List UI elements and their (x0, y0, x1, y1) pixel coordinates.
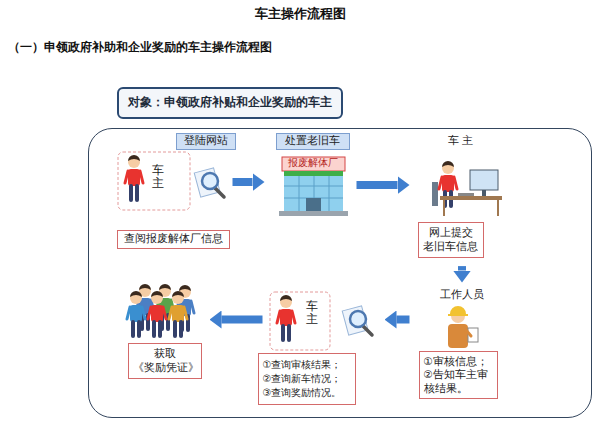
step-tab: 处置老旧车 (276, 133, 350, 150)
crowd-icon (148, 291, 166, 336)
computer-user-icon (482, 190, 486, 196)
owner-label: 车主 (152, 164, 164, 190)
scrapyard-building (284, 176, 343, 211)
scrapyard-building (279, 211, 348, 216)
info-text: 查阅报废解体厂信息 (124, 232, 223, 246)
owner-label: 车主 (306, 300, 318, 326)
scrapyard-building (284, 171, 343, 176)
owner-figure-2 (342, 306, 372, 335)
crowd-icon (169, 291, 187, 336)
owner-step: 车主 (268, 290, 380, 350)
flow-panel: 登陆网站处置老旧车车主报废解体厂车 主网上提交 老旧车信息查阅报废解体厂信息工作… (88, 128, 592, 418)
scrapyard-building (279, 157, 348, 216)
owner-figure-1 (194, 168, 224, 197)
reward-step: 获取 《奖励凭证》 (125, 285, 205, 393)
owner-step: 车主 (115, 150, 228, 212)
query-box: ①查询审核结果； ②查询新车情况； ③查询奖励情况。 (258, 353, 356, 405)
target-label: 对象：申领政府补贴和企业奖励的车主 (117, 87, 343, 119)
scrapyard-step: 报废解体厂 (270, 153, 352, 218)
scrapyard-building (282, 157, 345, 171)
flow-arrow (458, 266, 466, 270)
sign-text: 报废解体厂 (282, 157, 345, 169)
computer-user-icon (470, 170, 498, 190)
staff-icon (448, 324, 468, 348)
flow-arrow (233, 178, 253, 186)
owner-figure-2 (270, 292, 372, 350)
query-text: ①查询审核结果； ②查询新车情况； ③查询奖励情况。 (263, 358, 351, 400)
flow-arrow (357, 181, 398, 189)
computer-user-icon (444, 200, 498, 216)
step-caption: 网上提交 老旧车信息 (418, 222, 484, 259)
crowd-icon (127, 284, 194, 336)
tab-text: 登陆网站 (184, 134, 228, 148)
computer-user-icon (432, 182, 438, 206)
info-box: 查阅报废解体厂信息 (117, 230, 230, 249)
scrapyard-building (306, 198, 321, 211)
chart-title: 车主操作流程图 (0, 6, 600, 23)
step-caption: ①审核信息； ②告知车主审核结果。 (419, 351, 498, 400)
staff-icon (448, 306, 468, 316)
owner-figure-2 (270, 292, 330, 350)
reward-caption: 获取 《奖励凭证》 (128, 343, 202, 380)
staff-step: 工作人员 ①审核信息； ②告知车主审核结果。 (415, 288, 513, 402)
crowd-icon (127, 291, 145, 336)
subtitle-label: （一）申领政府补助和企业奖励的车主操作流程图 (8, 40, 272, 56)
staff-icon (466, 330, 471, 336)
computer-user-icon (440, 196, 502, 200)
tab-text: 处置老旧车 (285, 134, 340, 148)
staff-heading: 工作人员 (415, 288, 510, 302)
computer-user-icon (458, 193, 474, 196)
owner-figure-1 (118, 152, 224, 210)
flow-arrow (397, 316, 410, 324)
staff-icon (448, 306, 478, 348)
flow-arrow (222, 316, 263, 324)
computer-user-icon (432, 161, 502, 216)
owner-figure-1 (118, 152, 190, 210)
owner-figure-1 (125, 155, 143, 200)
step-tab: 登陆网站 (176, 133, 236, 150)
owner-heading: 车 主 (415, 134, 507, 148)
scrapyard-building (284, 171, 343, 211)
owner-figure-2 (277, 295, 295, 340)
submit-step: 车 主网上提交 老旧车信息 (415, 133, 510, 262)
